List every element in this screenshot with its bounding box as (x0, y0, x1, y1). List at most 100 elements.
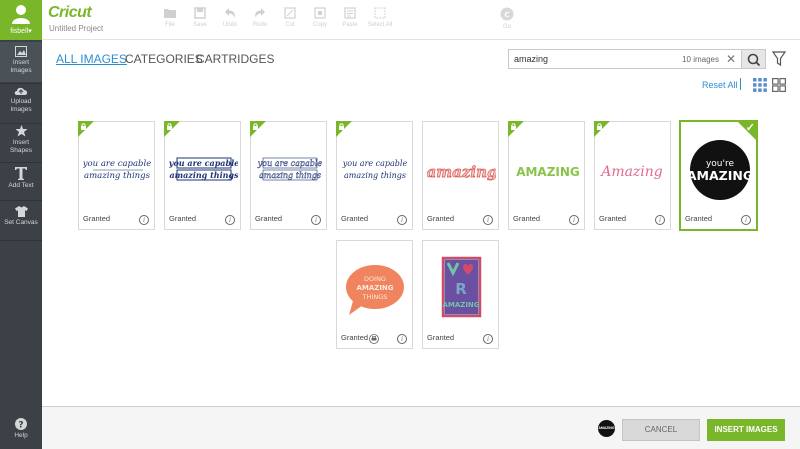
sidebar-item-insert-shapes[interactable]: Insert Shapes (0, 125, 42, 161)
reset-all-link[interactable]: Reset All (702, 80, 738, 90)
cut-icon (284, 7, 296, 19)
quote-thumbnail: you are capable amazing things (257, 157, 323, 181)
select-all-icon (374, 7, 386, 19)
sidebar-label: Images (10, 106, 32, 113)
status-label: Granted (341, 333, 369, 342)
image-card[interactable]: amazing Granted i (422, 121, 499, 230)
image-card[interactable]: you are capable amazing things Granted i (78, 121, 155, 230)
image-card[interactable]: you are capable amazing things Granted i (336, 121, 413, 230)
toolbar-save[interactable]: Save (185, 7, 215, 28)
toolbar-file[interactable]: File (155, 7, 185, 28)
toolbar-undo[interactable]: Undo (215, 7, 245, 28)
image-card[interactable]: you are capable amazing things Granted i (164, 121, 241, 230)
info-icon[interactable]: i (483, 334, 493, 344)
text-icon (15, 167, 27, 180)
svg-text:DOING: DOING (364, 275, 386, 283)
sidebar-item-add-text[interactable]: Add Text (0, 167, 42, 197)
info-icon[interactable]: i (225, 215, 235, 225)
search-button[interactable] (742, 49, 766, 69)
svg-text:C: C (504, 11, 509, 19)
left-sidebar: fisbell▾ Insert Images Upload Images Ins… (0, 0, 42, 449)
status-label: Granted (83, 214, 111, 223)
lock-icon (339, 123, 344, 130)
status-label: Granted (427, 214, 455, 223)
image-card[interactable]: DOING AMAZING THINGS Granted i (336, 240, 413, 349)
image-card[interactable]: AMAZING Granted i (508, 121, 585, 230)
lock-icon (511, 123, 516, 130)
image-card[interactable]: R AMAZING Granted i (422, 240, 499, 349)
sidebar-item-insert-images[interactable]: Insert Images (0, 42, 42, 82)
info-icon[interactable]: i (397, 215, 407, 225)
toolbar-select-all[interactable]: Select All (365, 7, 395, 28)
svg-text:amazing things: amazing things (169, 170, 238, 180)
sidebar-label: Add Text (8, 182, 34, 189)
user-menu[interactable]: fisbell▾ (0, 0, 42, 40)
divider (0, 162, 42, 163)
svg-text:amazing things: amazing things (259, 171, 321, 180)
project-title[interactable]: Untitled Project (49, 24, 104, 33)
info-icon[interactable]: i (741, 215, 751, 225)
divider (740, 78, 741, 90)
search-input[interactable]: amazing 10 images ✕ (508, 49, 742, 69)
amazing-green-thumbnail: AMAZING (516, 165, 580, 179)
copy-icon (314, 7, 326, 19)
paste-icon (344, 7, 356, 19)
svg-text:AMAZING: AMAZING (442, 301, 479, 309)
svg-text:R: R (455, 280, 467, 298)
image-card[interactable]: Amazing Granted i (594, 121, 671, 230)
tab-all-images[interactable]: ALL IMAGES (56, 52, 127, 66)
image-card-selected[interactable]: ✓ you're AMAZING Granted i (679, 120, 758, 231)
svg-text:amazing things: amazing things (344, 171, 406, 180)
cancel-button[interactable]: CANCEL (622, 419, 700, 441)
status-label: Granted (427, 333, 455, 342)
info-icon[interactable]: i (655, 215, 665, 225)
info-icon[interactable]: i (569, 215, 579, 225)
amazing-red-thumbnail: amazing (427, 163, 496, 182)
lock-icon (81, 123, 86, 130)
cloud-upload-icon (14, 87, 28, 95)
you-r-amazing-thumbnail: R AMAZING (441, 256, 482, 318)
search-query: amazing (514, 54, 549, 64)
checkmark-icon: ✓ (745, 122, 755, 134)
grid-large-view-icon[interactable] (772, 78, 786, 92)
grid-small-view-icon[interactable] (753, 78, 767, 92)
result-count: 10 images (682, 55, 719, 64)
sidebar-label: Shapes (9, 147, 33, 154)
info-icon[interactable]: i (311, 215, 321, 225)
info-icon[interactable]: i (397, 334, 407, 344)
image-card[interactable]: you are capable amazing things Granted i (250, 121, 327, 230)
quote-thumbnail: you are capable amazing things (83, 159, 151, 181)
svg-text:you're: you're (706, 159, 735, 169)
selected-badge (736, 120, 758, 142)
svg-text:AMAZING: AMAZING (516, 165, 580, 179)
toolbar-paste[interactable]: Paste (335, 7, 365, 28)
save-icon (194, 7, 206, 19)
toolbar-cut[interactable]: Cut (275, 7, 305, 28)
toolbar-redo[interactable]: Redo (245, 7, 275, 28)
quote-thumbnail: you are capable amazing things (169, 157, 238, 181)
svg-text:amazing things: amazing things (84, 171, 151, 181)
sidebar-label: Insert (12, 139, 30, 146)
info-icon[interactable]: i (483, 215, 493, 225)
sidebar-label: Images (10, 67, 32, 74)
image-icon (15, 46, 27, 57)
amazing-script-thumbnail: Amazing (599, 164, 663, 180)
toolbar-copy[interactable]: Copy (305, 7, 335, 28)
selected-image-preview[interactable]: AMAZING (598, 420, 615, 437)
speech-bubble-thumbnail: DOING AMAZING THINGS (346, 265, 404, 315)
tab-categories[interactable]: CATEGORIES (125, 52, 203, 66)
svg-text:?: ? (18, 421, 23, 431)
sidebar-item-help[interactable]: ? Help (0, 418, 42, 448)
info-icon[interactable]: i (139, 215, 149, 225)
footer-bar: AMAZING CANCEL INSERT IMAGES (42, 406, 800, 449)
filter-icon[interactable] (772, 51, 786, 67)
sidebar-label: Help (14, 432, 28, 439)
sidebar-item-upload-images[interactable]: Upload Images (0, 86, 42, 122)
clear-search-icon[interactable]: ✕ (725, 52, 736, 66)
insert-images-button[interactable]: INSERT IMAGES (707, 419, 785, 441)
svg-text:THINGS: THINGS (362, 293, 388, 301)
tab-cartridges[interactable]: CARTRIDGES (196, 52, 275, 66)
sidebar-item-set-canvas[interactable]: Set Canvas (0, 206, 42, 236)
